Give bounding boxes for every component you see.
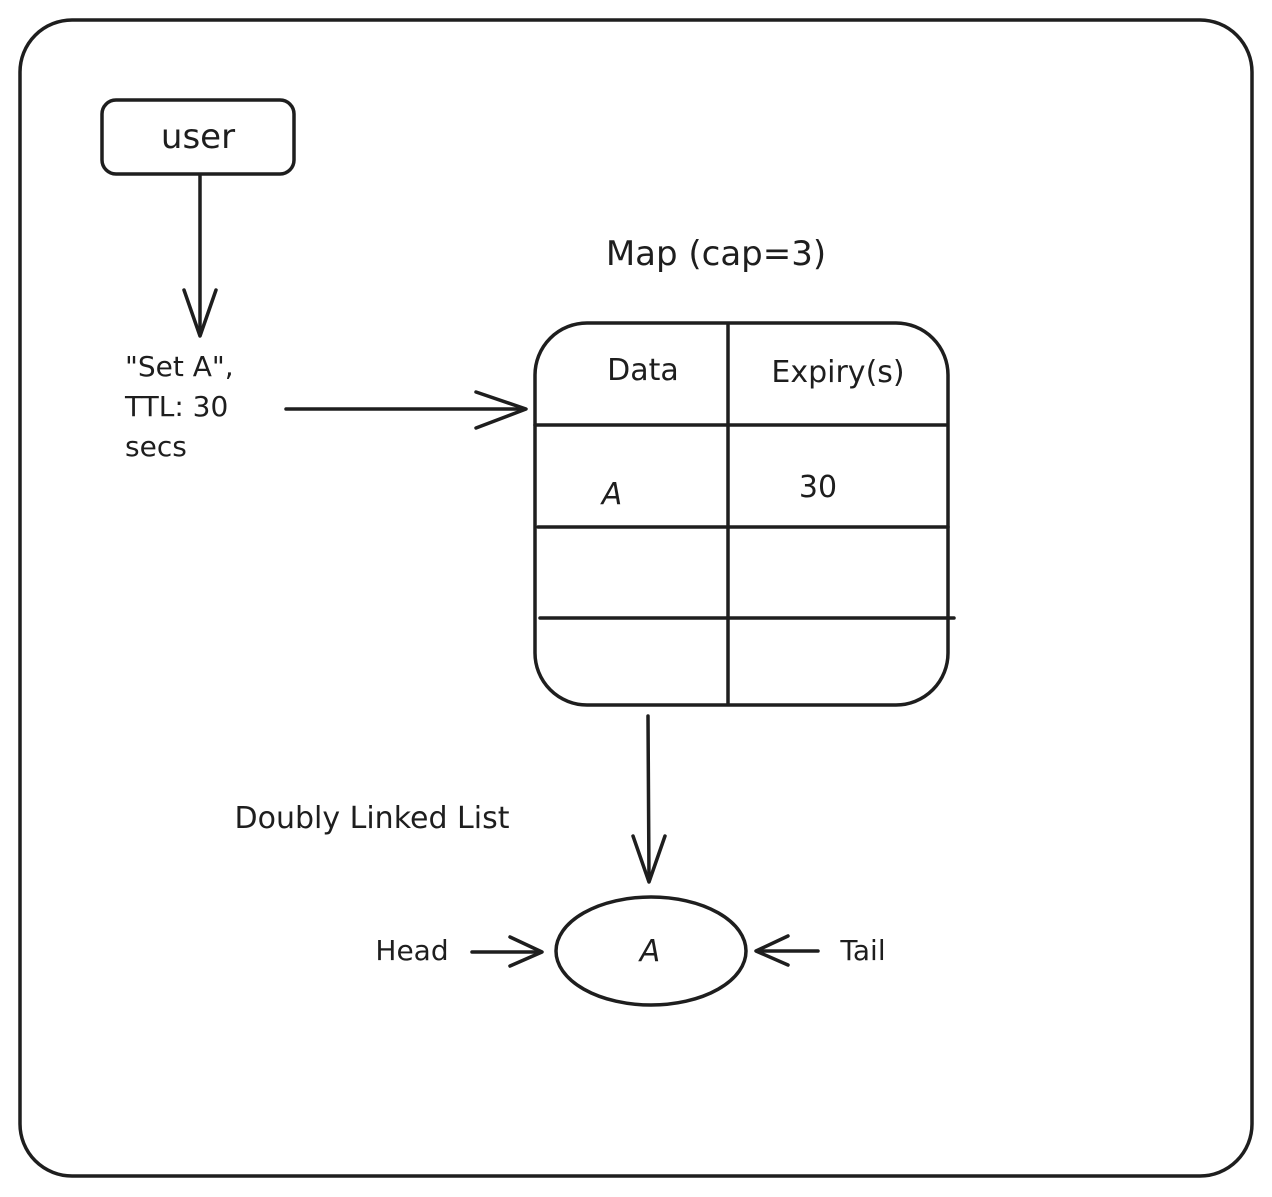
linked-list-node-label: A bbox=[638, 934, 661, 969]
outer-frame bbox=[18, 18, 1254, 1178]
map-cell-data: A bbox=[600, 477, 623, 512]
request-line-3: secs bbox=[125, 430, 187, 463]
map-table-border bbox=[533, 321, 950, 707]
arrow-head-to-node bbox=[470, 935, 544, 968]
head-label: Head bbox=[375, 934, 448, 967]
arrow-map-to-node bbox=[631, 714, 667, 884]
map-cell-expiry: 30 bbox=[799, 470, 837, 505]
request-line-1: "Set A", bbox=[125, 350, 234, 383]
map-title: Map (cap=3) bbox=[606, 234, 826, 274]
map-header-data: Data bbox=[607, 353, 679, 388]
arrow-request-to-map bbox=[284, 390, 528, 430]
linked-list-node bbox=[554, 895, 748, 1007]
user-box-label: user bbox=[161, 117, 235, 157]
arrow-user-to-request bbox=[182, 174, 218, 338]
request-line-2: TTL: 30 bbox=[124, 390, 228, 423]
arrow-tail-to-node bbox=[754, 934, 820, 967]
tail-label: Tail bbox=[839, 934, 885, 967]
map-header-expiry: Expiry(s) bbox=[771, 355, 904, 390]
linked-list-title: Doubly Linked List bbox=[235, 801, 510, 836]
user-box bbox=[100, 98, 296, 176]
map-table: Data Expiry(s) A 30 bbox=[533, 321, 956, 707]
